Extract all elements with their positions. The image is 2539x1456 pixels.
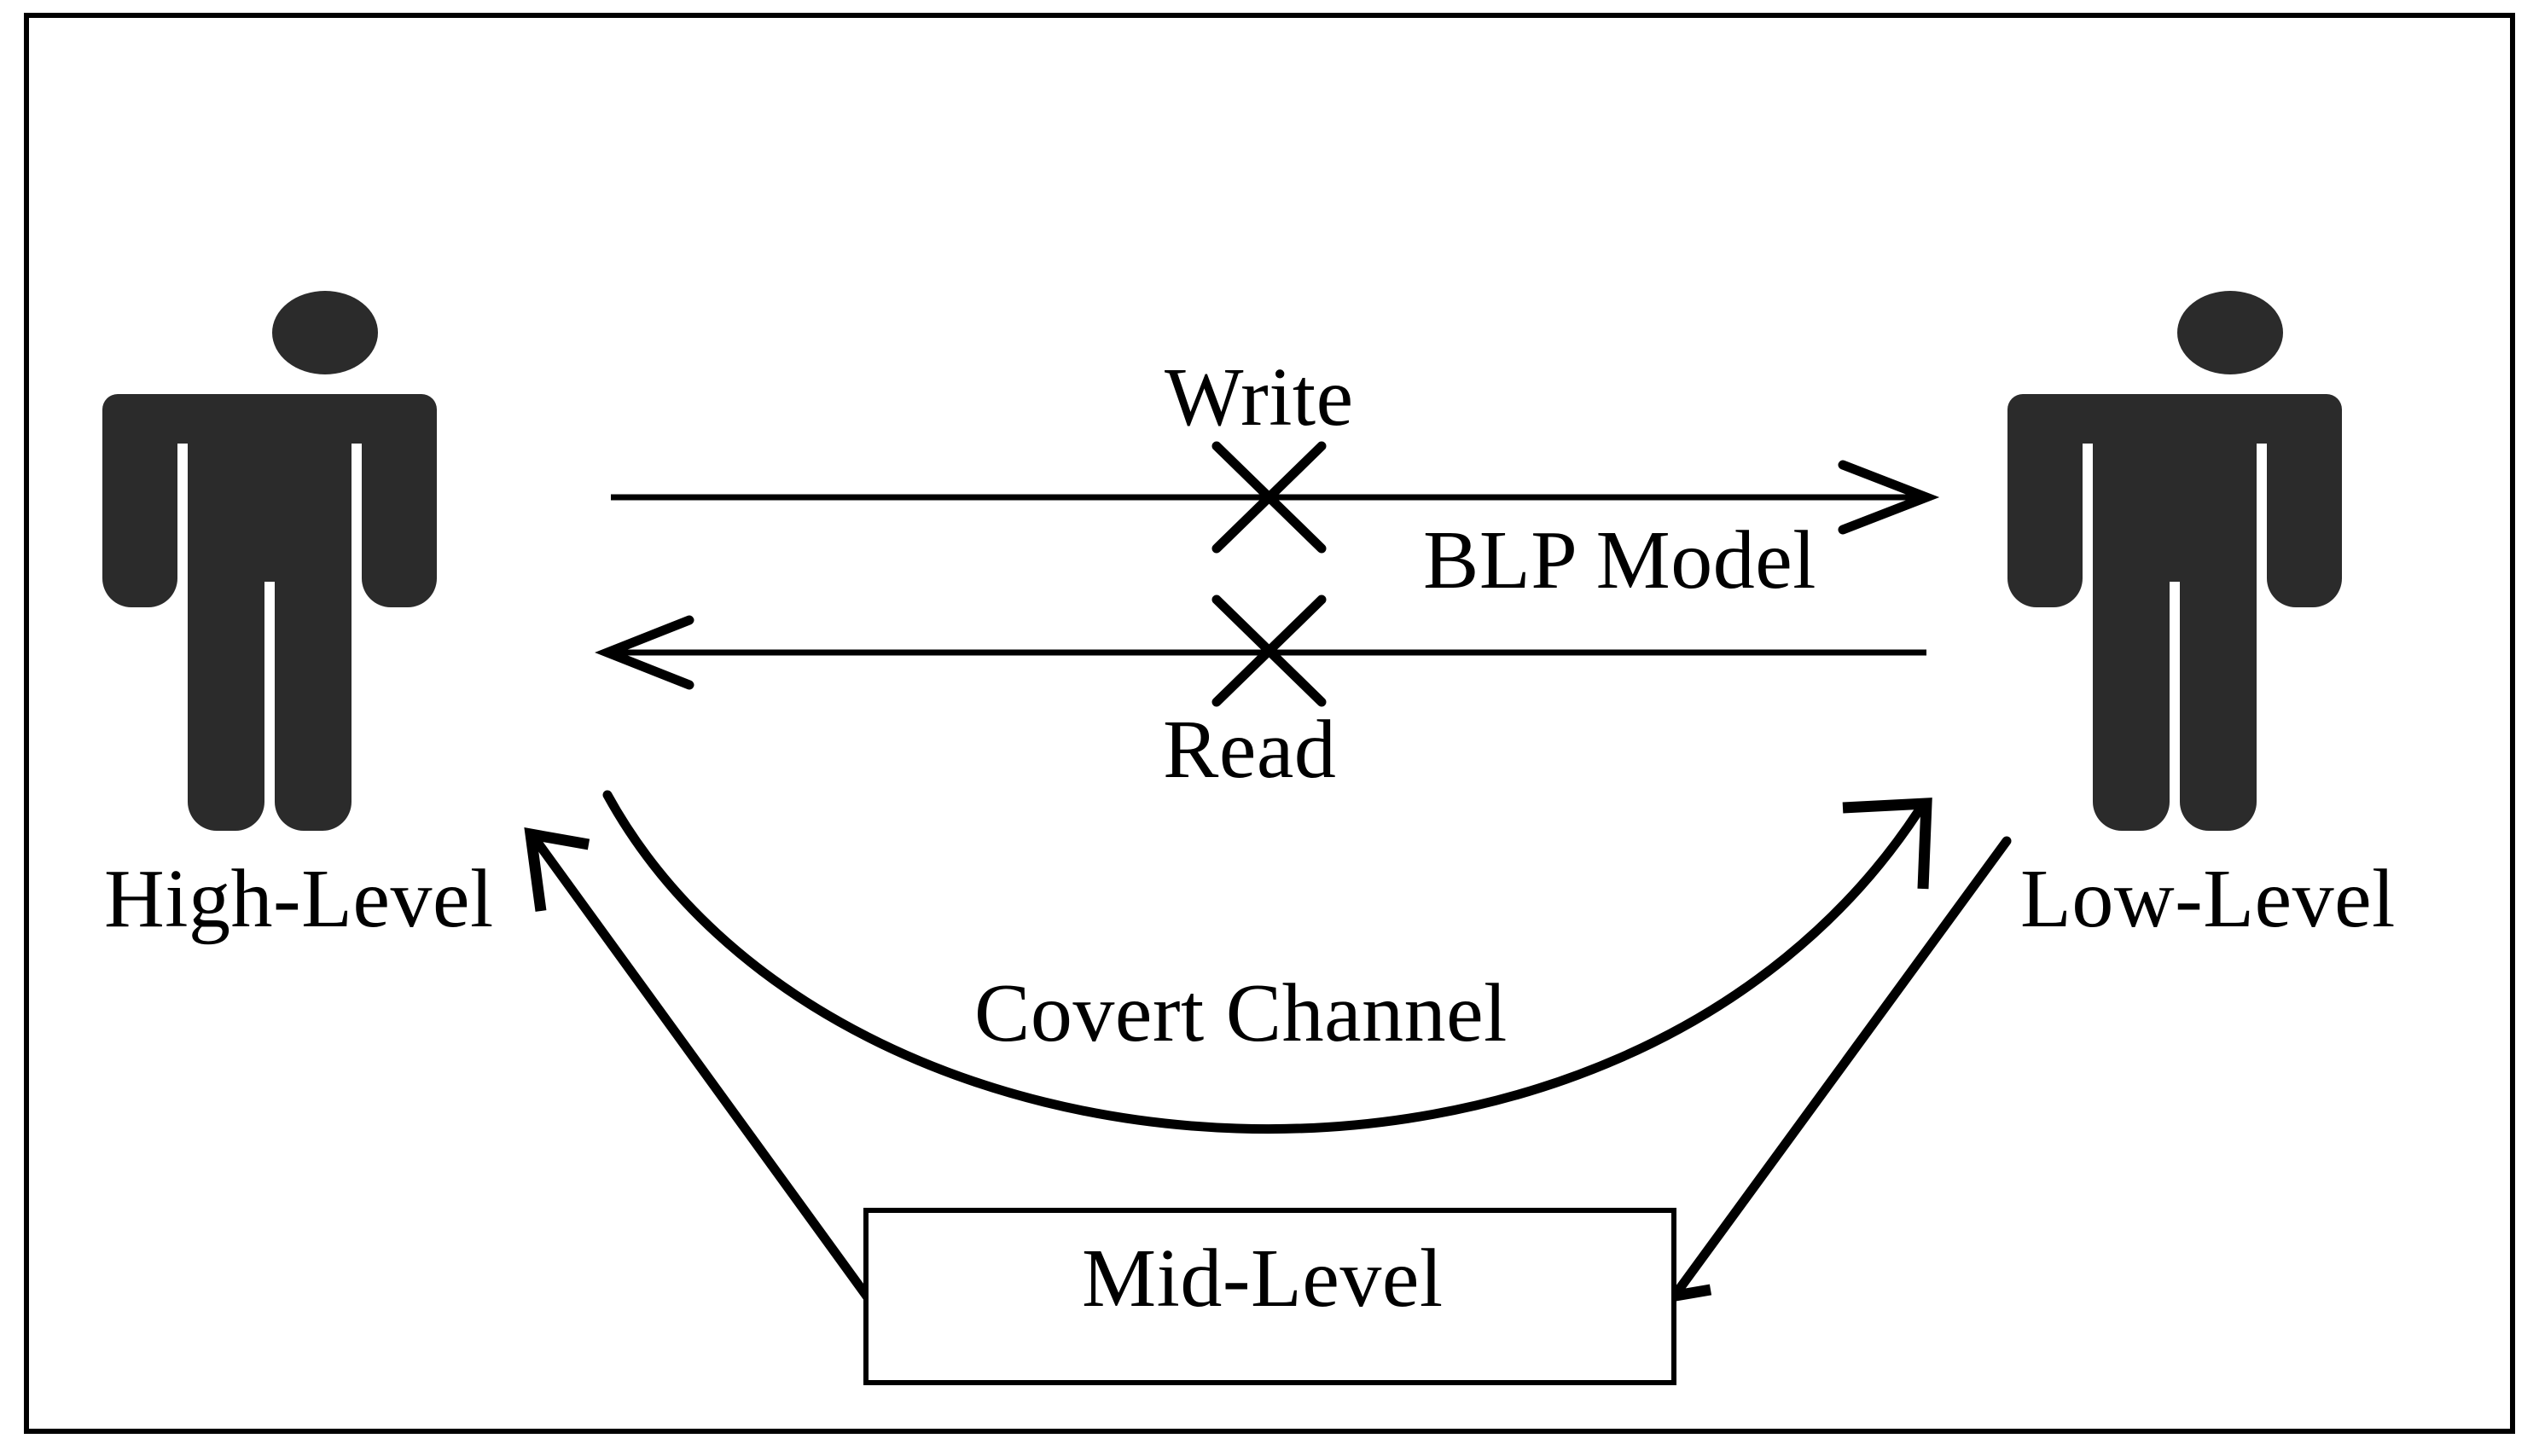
write-arrowhead-icon <box>1838 460 1940 535</box>
read-arrowhead-icon <box>595 615 694 690</box>
write-blocked-x-icon <box>1211 441 1327 554</box>
read-label: Read <box>1163 704 1337 796</box>
mid-to-high-arrowhead-icon <box>524 827 590 912</box>
mid-to-high-line <box>529 832 877 1308</box>
write-label: Write <box>1165 351 1354 444</box>
person-body-icon <box>102 394 437 831</box>
blp-model-label: BLP Model <box>1423 514 1816 606</box>
low-to-mid-line <box>1669 836 2012 1302</box>
covert-channel-arrowhead-icon <box>1842 798 1932 890</box>
low-level-label: Low-Level <box>2020 853 2396 945</box>
covert-channel-label: Covert Channel <box>974 967 1508 1059</box>
mid-level-label: Mid-Level <box>1082 1233 1444 1325</box>
mid-to-high-arrow <box>524 827 877 1308</box>
diagram-border <box>24 13 2515 1434</box>
covert-channel-curve <box>602 790 1932 1134</box>
covert-channel-line <box>602 790 1923 1134</box>
person-head-icon <box>2177 291 2283 374</box>
mid-level-box[interactable] <box>863 1208 1676 1385</box>
person-icon-low-level <box>2007 291 2342 831</box>
high-level-label: High-Level <box>104 853 494 945</box>
person-icon-high-level <box>102 291 437 831</box>
read-blocked-x-icon <box>1211 595 1327 707</box>
person-head-icon <box>272 291 378 374</box>
person-body-icon <box>2007 394 2342 831</box>
